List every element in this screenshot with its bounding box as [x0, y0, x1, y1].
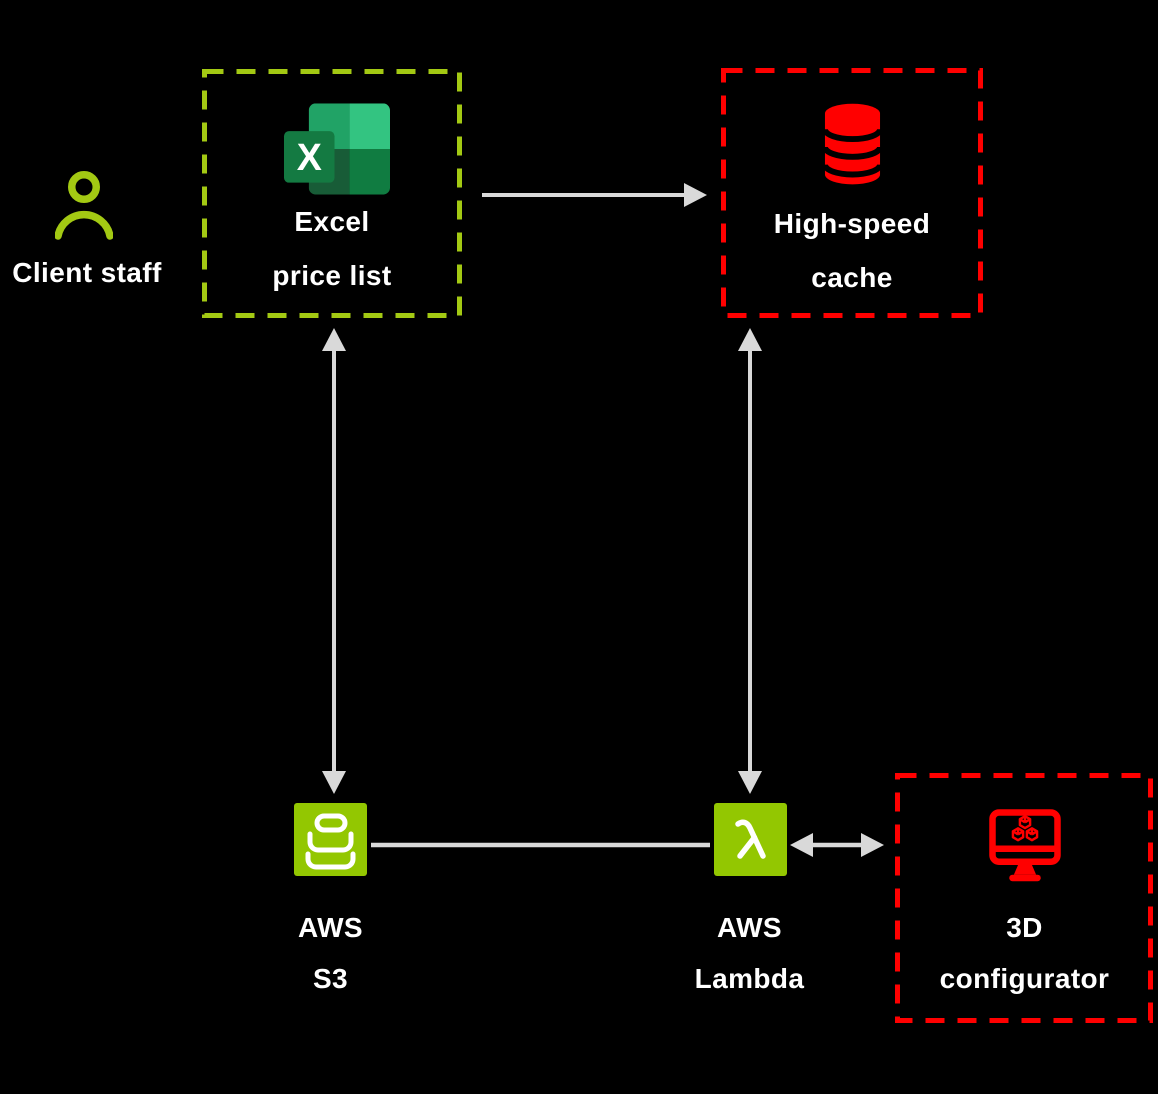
s3-label-line2: S3	[312, 963, 349, 994]
configurator-label-line2: configurator	[939, 963, 1110, 994]
cache-label-line2: cache	[811, 262, 893, 293]
lambda-icon	[735, 819, 766, 859]
s3-tile	[294, 803, 367, 876]
high-speed-cache-box	[721, 68, 983, 318]
s3-label-line1: AWS	[298, 912, 363, 943]
s3-stack-icon	[305, 813, 356, 870]
arrow-excel-to-s3	[322, 328, 346, 794]
excel-label-line2: price list	[272, 260, 392, 291]
monitor-3d-icon	[989, 809, 1061, 882]
arrow-excel-to-cache	[482, 183, 707, 207]
excel-icon: X	[283, 103, 390, 195]
cache-label-line1: High-speed	[773, 208, 931, 239]
lambda-label-line1: AWS	[717, 912, 782, 943]
person-icon	[55, 171, 113, 240]
arrow-cache-to-lambda	[738, 328, 762, 794]
arrow-lambda-to-configurator	[790, 833, 884, 857]
svg-text:X: X	[297, 136, 322, 178]
lambda-tile	[714, 803, 787, 876]
configurator-box	[895, 773, 1153, 1023]
lambda-label-line2: Lambda	[694, 963, 805, 994]
excel-label-line1: Excel	[294, 206, 370, 237]
database-icon	[823, 103, 882, 185]
client-staff-label: Client staff	[12, 257, 162, 288]
configurator-label-line1: 3D	[1006, 912, 1043, 943]
excel-price-list-box	[202, 69, 462, 318]
